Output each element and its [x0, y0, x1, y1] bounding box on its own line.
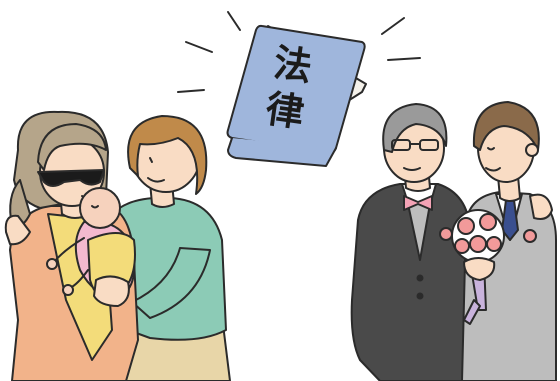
bouquet-ribbon-tail [463, 299, 481, 325]
groom2-eye [487, 147, 495, 151]
right-couple [350, 101, 557, 381]
groom-dark-suit [350, 103, 471, 381]
partner-eye [149, 157, 153, 163]
baby-foot [62, 284, 74, 296]
bouquet [451, 209, 505, 325]
left-family [4, 110, 231, 381]
bow-tie [403, 195, 433, 211]
groom1-boutonniere [439, 227, 453, 241]
baby-head [79, 187, 121, 229]
partner-woman [111, 115, 231, 381]
groom2-ear [525, 143, 539, 157]
woman-hair-front [37, 123, 107, 171]
groom1-vest [407, 203, 431, 261]
holding-hands [93, 275, 130, 307]
groom1-hair [382, 103, 448, 153]
groom1-glasses [391, 139, 439, 151]
book-spine [227, 137, 337, 167]
book-title-line1: 法 [271, 40, 315, 89]
groom1-mouth [403, 167, 421, 171]
partner-arm [131, 247, 211, 319]
partner-mouth [147, 177, 165, 183]
baby-eye [91, 205, 99, 209]
groom2-hand-on-shoulder [529, 193, 553, 220]
woman-hand [4, 214, 31, 246]
law-book: 法 律 [177, 11, 421, 167]
groom2-boutonniere [523, 229, 537, 243]
bouquet-hands [463, 257, 496, 281]
groom2-mouth [485, 167, 501, 172]
groom-light-suit [461, 101, 557, 381]
baby-hand [46, 258, 58, 270]
bouquet-flowers [454, 213, 502, 254]
groom1-buttons [416, 274, 424, 300]
partner-hair [127, 115, 208, 195]
book-title-line2: 律 [263, 86, 307, 135]
sunglasses [37, 169, 105, 187]
emphasis-lines [177, 11, 421, 93]
